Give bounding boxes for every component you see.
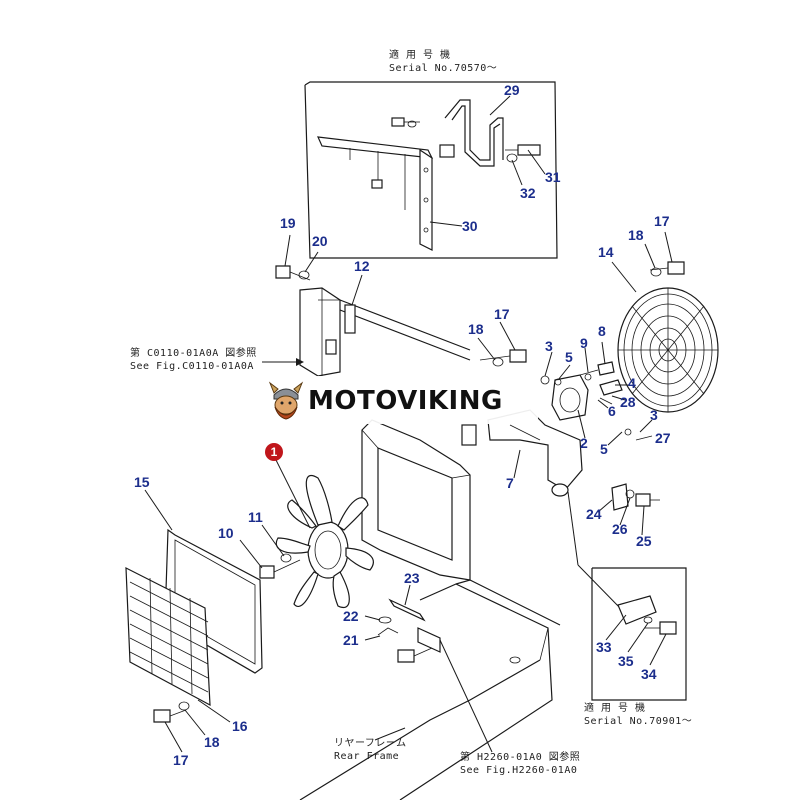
see-fig-note-left-en: See Fig.C0110-01A0A: [130, 361, 254, 372]
part-number-5: 5: [565, 349, 573, 365]
part-number-14: 14: [598, 244, 614, 260]
part-number-5: 5: [600, 441, 608, 457]
rear-frame: [299, 579, 561, 800]
part-number-19: 19: [280, 215, 296, 231]
serial-note-bottom-jp: 適 用 号 機: [584, 703, 646, 714]
see-fig-note-bottom-jp: 第 H2260-01A0 図参照: [460, 752, 581, 763]
part-number-18: 18: [204, 734, 220, 750]
part-number-6: 6: [608, 403, 616, 419]
brand-banner: [262, 376, 538, 424]
serial-note-top-en: Serial No.70570～: [389, 63, 498, 74]
part-number-16: 16: [232, 718, 248, 734]
part-number-17: 17: [654, 213, 670, 229]
part-number-17: 17: [494, 306, 510, 322]
part-number-9: 9: [580, 335, 588, 351]
part-number-31: 31: [545, 169, 561, 185]
part-number-10: 10: [218, 525, 234, 541]
see-fig-note-left-jp: 第 C0110-01A0A 図参照: [130, 348, 257, 359]
part-number-32: 32: [520, 185, 536, 201]
part-number-27: 27: [655, 430, 671, 446]
bolt-set-middle: [477, 321, 527, 367]
part-number-35: 35: [618, 653, 634, 669]
part-number-21: 21: [343, 632, 359, 648]
radiator-assembly: [262, 234, 471, 377]
fan-shroud: [361, 419, 471, 581]
rear-frame-note-en: Rear Frame: [334, 751, 400, 762]
part-number-17: 17: [173, 752, 189, 768]
part-number-7: 7: [506, 475, 514, 491]
inset-box-bottom: [591, 567, 687, 701]
part-number-33: 33: [596, 639, 612, 655]
part-number-22: 22: [343, 608, 359, 624]
callout-marker: 1: [265, 443, 283, 461]
part-number-2: 2: [580, 435, 588, 451]
part-number-28: 28: [620, 394, 636, 410]
part-number-12: 12: [354, 258, 370, 274]
part-number-34: 34: [641, 666, 657, 682]
part-number-15: 15: [134, 474, 150, 490]
part-number-18: 18: [628, 227, 644, 243]
fan-motor-bracket: [461, 341, 660, 611]
part-number-11: 11: [248, 509, 263, 525]
inset-box-top: [304, 81, 558, 259]
part-number-20: 20: [312, 233, 328, 249]
part-number-18: 18: [468, 321, 484, 337]
part-number-24: 24: [586, 506, 602, 522]
screen-and-grille: [125, 489, 263, 753]
viking-logo-icon: [268, 381, 304, 420]
part-number-8: 8: [598, 323, 606, 339]
fan-guard: [611, 231, 719, 413]
brand-name: MOTOVIKING: [308, 386, 503, 416]
serial-note-top-jp: 適 用 号 機: [389, 50, 451, 61]
part-number-30: 30: [462, 218, 478, 234]
part-number-23: 23: [404, 570, 420, 586]
part-number-3: 3: [545, 338, 553, 354]
part-number-29: 29: [504, 82, 520, 98]
cooling-fan: [239, 459, 374, 609]
rear-frame-note-jp: リヤーフレーム: [334, 738, 407, 749]
part-number-4: 4: [628, 375, 636, 391]
part-number-25: 25: [636, 533, 652, 549]
serial-note-bottom-en: Serial No.70901～: [584, 716, 693, 727]
part-number-26: 26: [612, 521, 628, 537]
part-number-3: 3: [650, 407, 658, 423]
see-fig-note-bottom-en: See Fig.H2260-01A0: [460, 765, 578, 776]
